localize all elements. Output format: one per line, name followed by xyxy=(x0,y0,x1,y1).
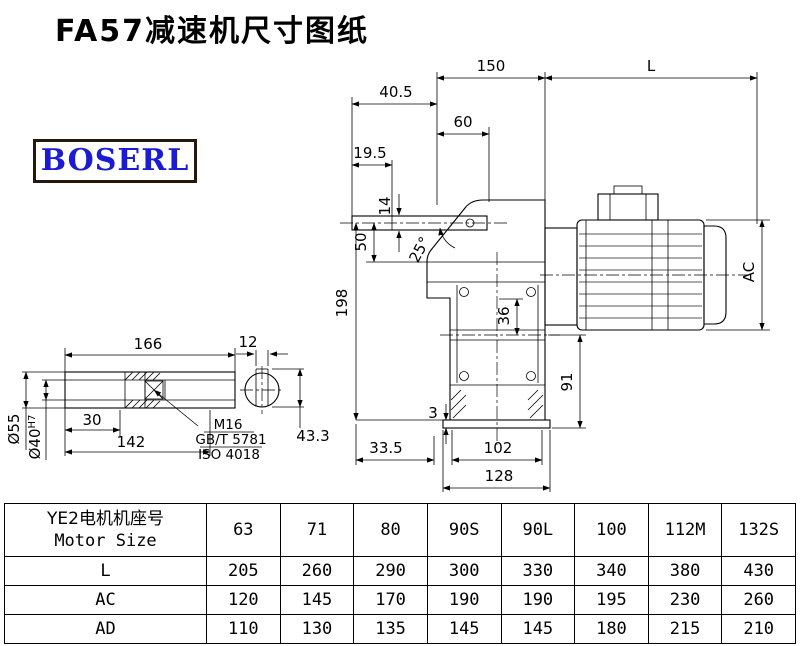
motor-body xyxy=(540,185,748,331)
value-cell: 130 xyxy=(279,614,355,644)
dim-30: 30 xyxy=(82,411,101,429)
table-row-AC: AC 120 145 170 190 190 195 230 260 xyxy=(4,585,796,615)
dim-150: 150 xyxy=(477,57,506,75)
dim-dia40h7: Ø40H7 xyxy=(26,415,44,460)
input-shaft xyxy=(340,215,508,231)
value-cell: 205 xyxy=(206,556,281,586)
dim-14: 14 xyxy=(376,196,394,215)
motor-size-header-cell: YE2电机机座号 Motor Size xyxy=(4,503,207,557)
dim-dia55: Ø55 xyxy=(5,414,23,445)
technical-drawing: 150 L 40.5 60 19.5 14 50 25° 198 36 AC 9… xyxy=(5,57,770,492)
table-row-L: L 205 260 290 300 330 340 380 430 xyxy=(4,556,796,586)
dim-33-5: 33.5 xyxy=(369,439,402,457)
boserl-logo: BOSERL xyxy=(33,139,197,183)
size-cell: 63 xyxy=(206,503,281,557)
dim-25deg: 25° xyxy=(405,234,433,266)
dim-128: 128 xyxy=(485,467,514,485)
page-title: FA57减速机尺寸图纸 xyxy=(55,14,370,49)
dimension-labels-main: 150 L 40.5 60 19.5 14 50 25° 198 36 AC 9… xyxy=(333,57,758,485)
value-cell: 215 xyxy=(647,614,723,644)
motor-size-header-en: Motor Size xyxy=(54,531,157,551)
value-cell: 210 xyxy=(721,614,796,644)
value-cell: 300 xyxy=(426,556,502,586)
thread-label-m16: M16 xyxy=(214,417,243,433)
row-label-L: L xyxy=(4,556,207,586)
value-cell: 195 xyxy=(574,585,649,615)
dim-91: 91 xyxy=(558,372,576,391)
dim-43-3: 43.3 xyxy=(296,427,329,445)
row-label-AC: AC xyxy=(4,585,207,615)
dim-166: 166 xyxy=(134,335,163,353)
size-cell: 112M xyxy=(647,503,723,557)
dimension-lines-main xyxy=(351,72,770,492)
dim-50: 50 xyxy=(352,232,370,251)
size-cell: 90L xyxy=(500,503,576,557)
dim-19-5: 19.5 xyxy=(353,144,386,162)
value-cell: 135 xyxy=(353,614,428,644)
row-label-AD: AD xyxy=(4,614,207,644)
table-header-row: YE2电机机座号 Motor Size 63 71 80 90S 90L 100… xyxy=(4,503,796,557)
dim-3: 3 xyxy=(428,404,438,422)
dim-12: 12 xyxy=(238,333,257,351)
dim-102: 102 xyxy=(484,439,513,457)
value-cell: 430 xyxy=(721,556,796,586)
size-cell: 80 xyxy=(353,503,428,557)
boserl-logo-text: BOSERL xyxy=(40,143,190,178)
gearbox-housing-outline xyxy=(426,199,560,445)
value-cell: 260 xyxy=(279,556,355,586)
dim-198: 198 xyxy=(333,289,351,318)
size-cell: 132S xyxy=(721,503,796,557)
value-cell: 145 xyxy=(279,585,355,615)
table-row-AD: AD 110 130 135 145 145 180 215 210 xyxy=(4,614,796,644)
dim-AC: AC xyxy=(740,262,758,282)
value-cell: 190 xyxy=(500,585,576,615)
value-cell: 190 xyxy=(426,585,502,615)
value-cell: 330 xyxy=(500,556,576,586)
value-cell: 290 xyxy=(353,556,428,586)
value-cell: 380 xyxy=(647,556,723,586)
value-cell: 180 xyxy=(574,614,649,644)
motor-size-header-cn: YE2电机机座号 xyxy=(47,508,164,529)
value-cell: 145 xyxy=(500,614,576,644)
value-cell: 260 xyxy=(721,585,796,615)
dim-36: 36 xyxy=(495,306,513,325)
dim-60: 60 xyxy=(453,113,472,131)
value-cell: 170 xyxy=(353,585,428,615)
dim-40-5: 40.5 xyxy=(379,83,412,101)
dimension-lines-shaft xyxy=(22,348,304,460)
value-cell: 120 xyxy=(206,585,281,615)
size-cell: 90S xyxy=(426,503,502,557)
thread-label-gbt: GB/T 5781 xyxy=(195,432,266,448)
value-cell: 340 xyxy=(574,556,649,586)
size-cell: 100 xyxy=(574,503,649,557)
size-cell: 71 xyxy=(279,503,355,557)
value-cell: 145 xyxy=(426,614,502,644)
dimension-table: YE2电机机座号 Motor Size 63 71 80 90S 90L 100… xyxy=(4,503,796,644)
value-cell: 230 xyxy=(647,585,723,615)
thread-label-iso: ISO 4018 xyxy=(198,447,260,463)
dim-142: 142 xyxy=(117,433,146,451)
dim-L: L xyxy=(647,57,656,75)
dimension-labels-shaft: 166 12 30 142 Ø55 Ø40H7 43.3 M16 GB/T 57… xyxy=(5,333,330,463)
hollow-shaft-detail xyxy=(64,366,284,414)
value-cell: 110 xyxy=(206,614,281,644)
